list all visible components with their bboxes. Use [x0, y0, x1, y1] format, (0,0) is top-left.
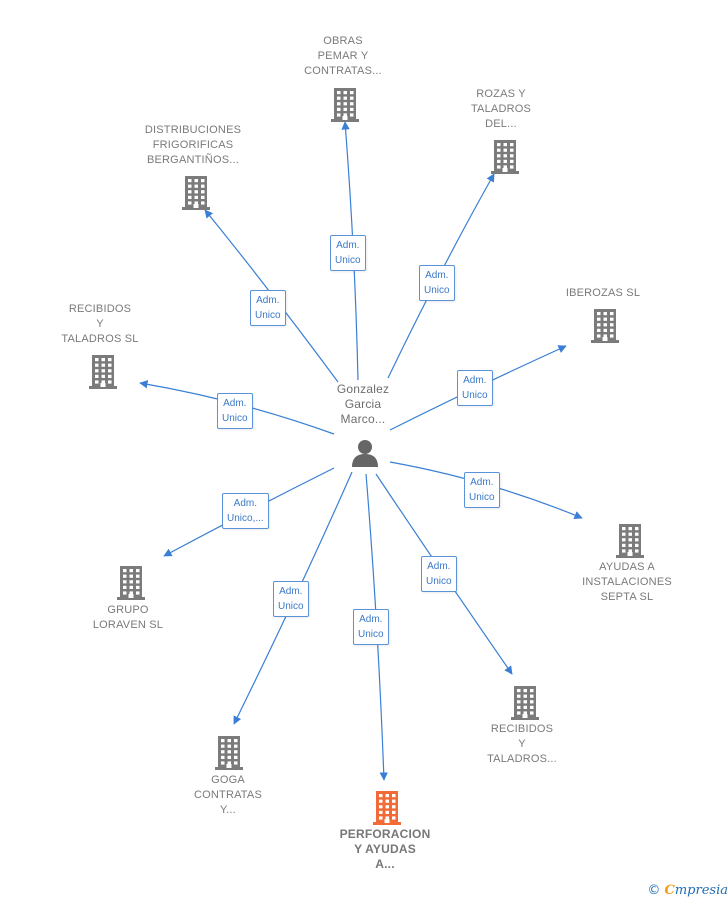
company-name-line: RECIBIDOS	[68, 303, 132, 315]
company-name-line: LORAVEN SL	[92, 619, 164, 631]
company-name-line: A...	[375, 857, 395, 871]
building-icon[interactable]	[510, 684, 540, 725]
company-name-line: SEPTA SL	[600, 591, 654, 603]
center-name-line: Gonzalez	[336, 382, 390, 396]
company-name-line: PERFORACION	[339, 827, 431, 841]
role-badge-distribuciones[interactable]: Adm. Unico	[250, 290, 286, 326]
company-name-line: Y	[96, 318, 104, 330]
building-icon[interactable]	[214, 734, 244, 775]
role-badge-obras[interactable]: Adm. Unico	[330, 235, 366, 271]
company-name-line: IBEROZAS SL	[565, 287, 641, 299]
company-name-line: INSTALACIONES	[582, 576, 672, 588]
brand-initial: C	[664, 883, 675, 898]
role-text: Adm.	[425, 270, 449, 281]
company-name-line: OBRAS	[323, 35, 363, 47]
role-text: Adm.	[336, 240, 360, 251]
company-label-iberozas[interactable]: IBEROZAS SL	[543, 286, 663, 301]
role-text: Unico	[222, 413, 248, 424]
building-icon[interactable]	[330, 86, 360, 127]
role-text: Adm.	[233, 498, 258, 509]
building-icon[interactable]	[88, 353, 118, 394]
role-text: Unico	[358, 629, 384, 640]
role-text: Adm.	[256, 295, 280, 306]
copyright-symbol: ©	[647, 883, 661, 898]
person-icon[interactable]	[350, 438, 380, 468]
role-badge-goga[interactable]: Adm. Unico	[273, 581, 309, 617]
company-name-line: BERGANTIÑOS...	[146, 154, 240, 166]
role-text: Adm.	[223, 398, 247, 409]
role-text: Adm.	[279, 586, 303, 597]
company-name-line: CONTRATAS...	[304, 65, 382, 77]
company-name-line: PEMAR Y	[317, 50, 369, 62]
role-text: Unico	[255, 310, 281, 321]
company-label-rozas[interactable]: ROZAS Y TALADROS DEL...	[441, 87, 561, 132]
company-label-recibidos1[interactable]: RECIBIDOS Y TALADROS SL	[40, 302, 160, 347]
role-badge-recibidos2[interactable]: Adm. Unico	[421, 556, 457, 592]
role-text: Unico	[278, 601, 304, 612]
building-icon[interactable]	[615, 522, 645, 563]
empresia-watermark: © Cmpresia	[647, 883, 728, 898]
center-name-line: Marco...	[340, 412, 386, 426]
role-badge-iberozas[interactable]: Adm. Unico	[457, 370, 493, 406]
role-badge-ayudas[interactable]: Adm. Unico	[464, 472, 500, 508]
company-name-line: RECIBIDOS	[490, 723, 554, 735]
brand-name: mpresia	[674, 883, 728, 898]
role-badge-recibidos1[interactable]: Adm. Unico	[217, 393, 253, 429]
role-badge-grupo[interactable]: Adm. Unico,...	[222, 493, 269, 529]
center-person-label[interactable]: Gonzalez Garcia Marco...	[318, 382, 408, 427]
building-icon[interactable]	[372, 789, 402, 830]
company-label-goga[interactable]: GOGA CONTRATAS Y...	[168, 773, 288, 818]
company-label-ayudas[interactable]: AYUDAS A INSTALACIONES SEPTA SL	[567, 560, 687, 605]
company-name-line: GOGA	[211, 774, 245, 786]
center-name-line: Garcia	[344, 397, 382, 411]
role-text: Unico,...	[227, 513, 264, 524]
building-icon[interactable]	[116, 564, 146, 605]
company-label-obras[interactable]: OBRAS PEMAR Y CONTRATAS...	[283, 34, 403, 79]
company-name-line: Y...	[220, 804, 236, 816]
role-text: Unico	[462, 390, 488, 401]
role-text: Adm.	[470, 477, 494, 488]
company-name-line: GRUPO	[107, 604, 149, 616]
company-name-line: DEL...	[485, 118, 517, 130]
role-text: Adm.	[427, 561, 451, 572]
company-name-line: FRIGORIFICAS	[152, 139, 234, 151]
company-name-line: DISTRIBUCIONES	[144, 124, 242, 136]
company-label-grupo[interactable]: GRUPO LORAVEN SL	[68, 603, 188, 633]
company-name-line: Y	[518, 738, 526, 750]
company-name-line: Y AYUDAS	[354, 842, 416, 856]
company-name-line: TALADROS SL	[61, 333, 139, 345]
role-text: Unico	[426, 576, 452, 587]
role-text: Adm.	[463, 375, 487, 386]
role-badge-rozas[interactable]: Adm. Unico	[419, 265, 455, 301]
company-label-recibidos2[interactable]: RECIBIDOS Y TALADROS...	[462, 722, 582, 767]
role-text: Adm.	[359, 614, 383, 625]
role-text: Unico	[469, 492, 495, 503]
company-name-line: TALADROS...	[487, 753, 557, 765]
company-label-distribuciones[interactable]: DISTRIBUCIONES FRIGORIFICAS BERGANTIÑOS...	[133, 123, 253, 168]
building-icon[interactable]	[181, 174, 211, 215]
role-badge-perforacion[interactable]: Adm. Unico	[353, 609, 389, 645]
role-text: Unico	[424, 285, 450, 296]
company-name-line: AYUDAS A	[599, 561, 655, 573]
building-icon[interactable]	[590, 307, 620, 348]
company-name-line: CONTRATAS	[193, 789, 262, 801]
company-name-line: TALADROS	[470, 103, 532, 115]
role-text: Unico	[335, 255, 361, 266]
building-icon[interactable]	[490, 138, 520, 179]
company-name-line: ROZAS Y	[476, 88, 526, 100]
